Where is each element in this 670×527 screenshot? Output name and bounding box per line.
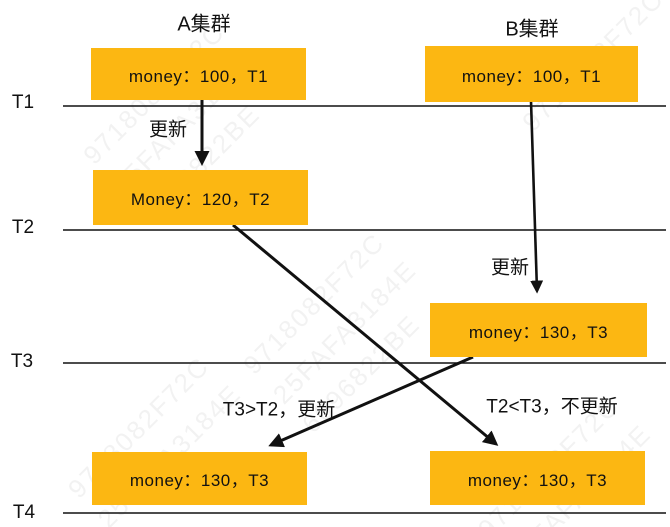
rule-label-reject: T2<T3，不更新 [486,396,618,418]
cluster-b-title: B集群 [505,18,559,41]
timeline-label-t1: T1 [11,92,35,113]
value-box-b-t1: money：100，T1 [425,46,638,102]
update-label-a: 更新 [148,119,188,141]
timeline-label-t4: T4 [12,502,36,523]
cluster-a-title: A集群 [177,13,231,36]
timeline-label-t2: T2 [11,217,35,238]
timeline-label-t3: T3 [10,351,34,372]
update-label-b: 更新 [490,257,530,279]
value-box-a-t1: money：100，T1 [91,48,306,100]
value-box-b-t4: money：130，T3 [430,451,645,505]
rule-label-accept: T3>T2，更新 [222,399,336,421]
arrow-b-update-icon [529,100,544,294]
value-box-a-t4: money：130，T3 [92,452,307,505]
value-box-b-t3: money：130，T3 [430,303,647,357]
value-box-a-t2: Money：120，T2 [93,170,308,225]
